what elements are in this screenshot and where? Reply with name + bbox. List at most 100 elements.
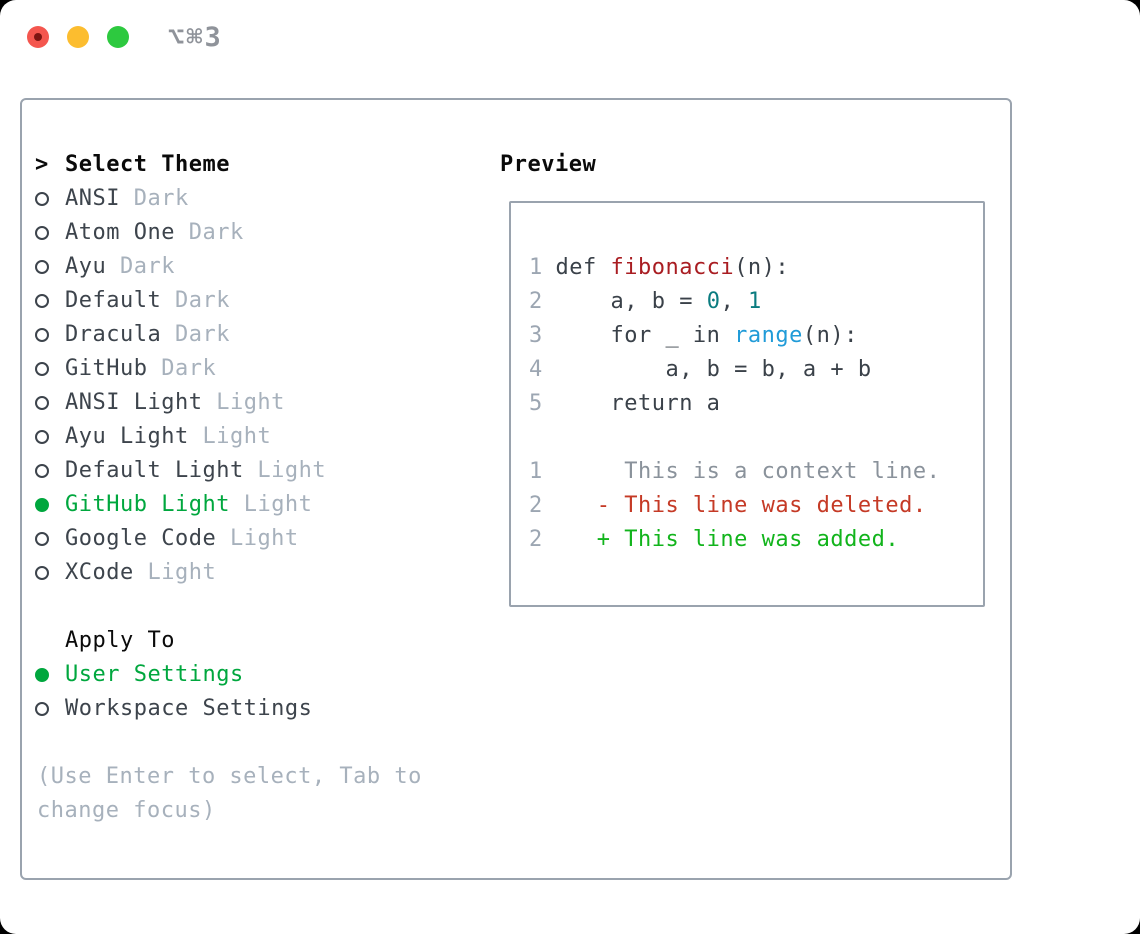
theme-option[interactable]: Google Code Light bbox=[22, 522, 498, 556]
select-theme-header: > Select Theme bbox=[22, 148, 498, 182]
theme-variant-tag: Dark bbox=[119, 186, 189, 211]
theme-variant-tag: Light bbox=[216, 526, 299, 551]
code-line: 3 for _ in range(n): bbox=[529, 319, 983, 353]
theme-name: Default Light bbox=[65, 458, 244, 483]
theme-name: Dracula bbox=[65, 322, 162, 347]
code-token: def bbox=[555, 255, 611, 280]
apply-to-label: User Settings bbox=[65, 662, 244, 687]
theme-variant-tag: Light bbox=[243, 458, 327, 483]
code-token: + This line was added. bbox=[555, 527, 900, 552]
radio-unselected-icon[interactable] bbox=[35, 532, 49, 546]
theme-name: Ayu Light bbox=[65, 424, 189, 449]
theme-name: GitHub bbox=[65, 356, 148, 381]
help-text: (Use Enter to select, Tab to change focu… bbox=[22, 760, 498, 828]
radio-unselected-icon[interactable] bbox=[35, 226, 49, 240]
line-number: 4 bbox=[529, 357, 543, 382]
line-number: 5 bbox=[529, 391, 543, 416]
apply-to-option[interactable]: Workspace Settings bbox=[22, 692, 498, 726]
cursor-icon: > bbox=[35, 152, 49, 177]
window-title: ⌥⌘3 bbox=[168, 21, 223, 53]
theme-option[interactable]: Ayu Light Light bbox=[22, 420, 498, 454]
theme-option[interactable]: GitHub Light Light bbox=[22, 488, 498, 522]
theme-variant-tag: Dark bbox=[147, 356, 217, 381]
code-token: , bbox=[720, 289, 748, 314]
code-line: 5 return a bbox=[529, 387, 983, 421]
theme-option[interactable]: Default Dark bbox=[22, 284, 498, 318]
code-token: return a bbox=[555, 391, 721, 416]
close-button[interactable] bbox=[27, 26, 49, 48]
preview-title: Preview bbox=[500, 152, 597, 177]
code-line: 1 This is a context line. bbox=[529, 455, 983, 489]
code-line: 2 + This line was added. bbox=[529, 523, 983, 557]
code-token: fibonacci bbox=[610, 255, 735, 280]
maximize-button[interactable] bbox=[107, 26, 129, 48]
code-token: a, b = bbox=[555, 289, 707, 314]
code-line: 2 - This line was deleted. bbox=[529, 489, 983, 523]
theme-variant-tag: Light bbox=[229, 492, 313, 517]
spacer bbox=[22, 590, 498, 624]
line-number: 3 bbox=[529, 323, 543, 348]
theme-option[interactable]: XCode Light bbox=[22, 556, 498, 590]
radio-unselected-icon[interactable] bbox=[35, 396, 49, 410]
theme-variant-tag: Dark bbox=[161, 322, 230, 347]
theme-name: Atom One bbox=[65, 220, 175, 245]
theme-option[interactable]: ANSI Light Light bbox=[22, 386, 498, 420]
apply-to-label: Workspace Settings bbox=[65, 696, 313, 721]
theme-option[interactable]: ANSI Dark bbox=[22, 182, 498, 216]
radio-unselected-icon[interactable] bbox=[35, 294, 49, 308]
apply-to-title: Apply To bbox=[65, 628, 175, 653]
theme-name: ANSI Light bbox=[65, 390, 203, 415]
line-number: 2 bbox=[529, 527, 543, 552]
code-token: for _ in bbox=[555, 323, 735, 348]
radio-unselected-icon[interactable] bbox=[35, 430, 49, 444]
theme-variant-tag: Light bbox=[133, 560, 217, 585]
radio-unselected-icon[interactable] bbox=[35, 362, 49, 376]
radio-unselected-icon[interactable] bbox=[35, 328, 49, 342]
code-token: range bbox=[734, 323, 803, 348]
radio-unselected-icon[interactable] bbox=[35, 192, 49, 206]
line-number: 2 bbox=[529, 289, 543, 314]
code-token: 1 bbox=[747, 289, 762, 314]
code-line: 2 a, b = 0, 1 bbox=[529, 285, 983, 319]
code-token: a, b = b, a + b bbox=[555, 357, 872, 382]
select-theme-title: Select Theme bbox=[65, 152, 230, 177]
radio-unselected-icon[interactable] bbox=[35, 702, 49, 716]
spacer bbox=[22, 726, 498, 760]
radio-unselected-icon[interactable] bbox=[35, 260, 49, 274]
theme-option[interactable]: Atom One Dark bbox=[22, 216, 498, 250]
theme-name: XCode bbox=[65, 560, 134, 585]
theme-name: Google Code bbox=[65, 526, 217, 551]
line-number: 1 bbox=[529, 255, 543, 280]
window-titlebar: ⌥⌘3 bbox=[27, 22, 223, 53]
apply-to-option[interactable]: User Settings bbox=[22, 658, 498, 692]
theme-option[interactable]: Dracula Dark bbox=[22, 318, 498, 352]
code-token: (n): bbox=[802, 323, 858, 348]
code-token: 0 bbox=[706, 289, 721, 314]
line-number: 1 bbox=[529, 459, 543, 484]
theme-option[interactable]: Ayu Dark bbox=[22, 250, 498, 284]
theme-name: Default bbox=[65, 288, 162, 313]
code-token: - This line was deleted. bbox=[555, 493, 927, 518]
code-line: 1 def fibonacci(n): bbox=[529, 251, 983, 285]
radio-unselected-icon[interactable] bbox=[35, 464, 49, 478]
minimize-button[interactable] bbox=[67, 26, 89, 48]
radio-unselected-icon[interactable] bbox=[35, 566, 49, 580]
theme-variant-tag: Dark bbox=[106, 254, 175, 279]
theme-name: ANSI bbox=[65, 186, 120, 211]
help-text-line: change focus) bbox=[37, 798, 216, 823]
record-dot-icon bbox=[34, 33, 42, 41]
theme-option[interactable]: GitHub Dark bbox=[22, 352, 498, 386]
theme-variant-tag: Light bbox=[188, 424, 272, 449]
code-token: This is a context line. bbox=[555, 459, 941, 484]
radio-selected-icon[interactable] bbox=[35, 498, 49, 512]
code-token: (n): bbox=[734, 255, 790, 280]
theme-option[interactable]: Default Light Light bbox=[22, 454, 498, 488]
radio-selected-icon[interactable] bbox=[35, 668, 49, 682]
line-number: 2 bbox=[529, 493, 543, 518]
help-text-line: (Use Enter to select, Tab to bbox=[37, 764, 422, 789]
